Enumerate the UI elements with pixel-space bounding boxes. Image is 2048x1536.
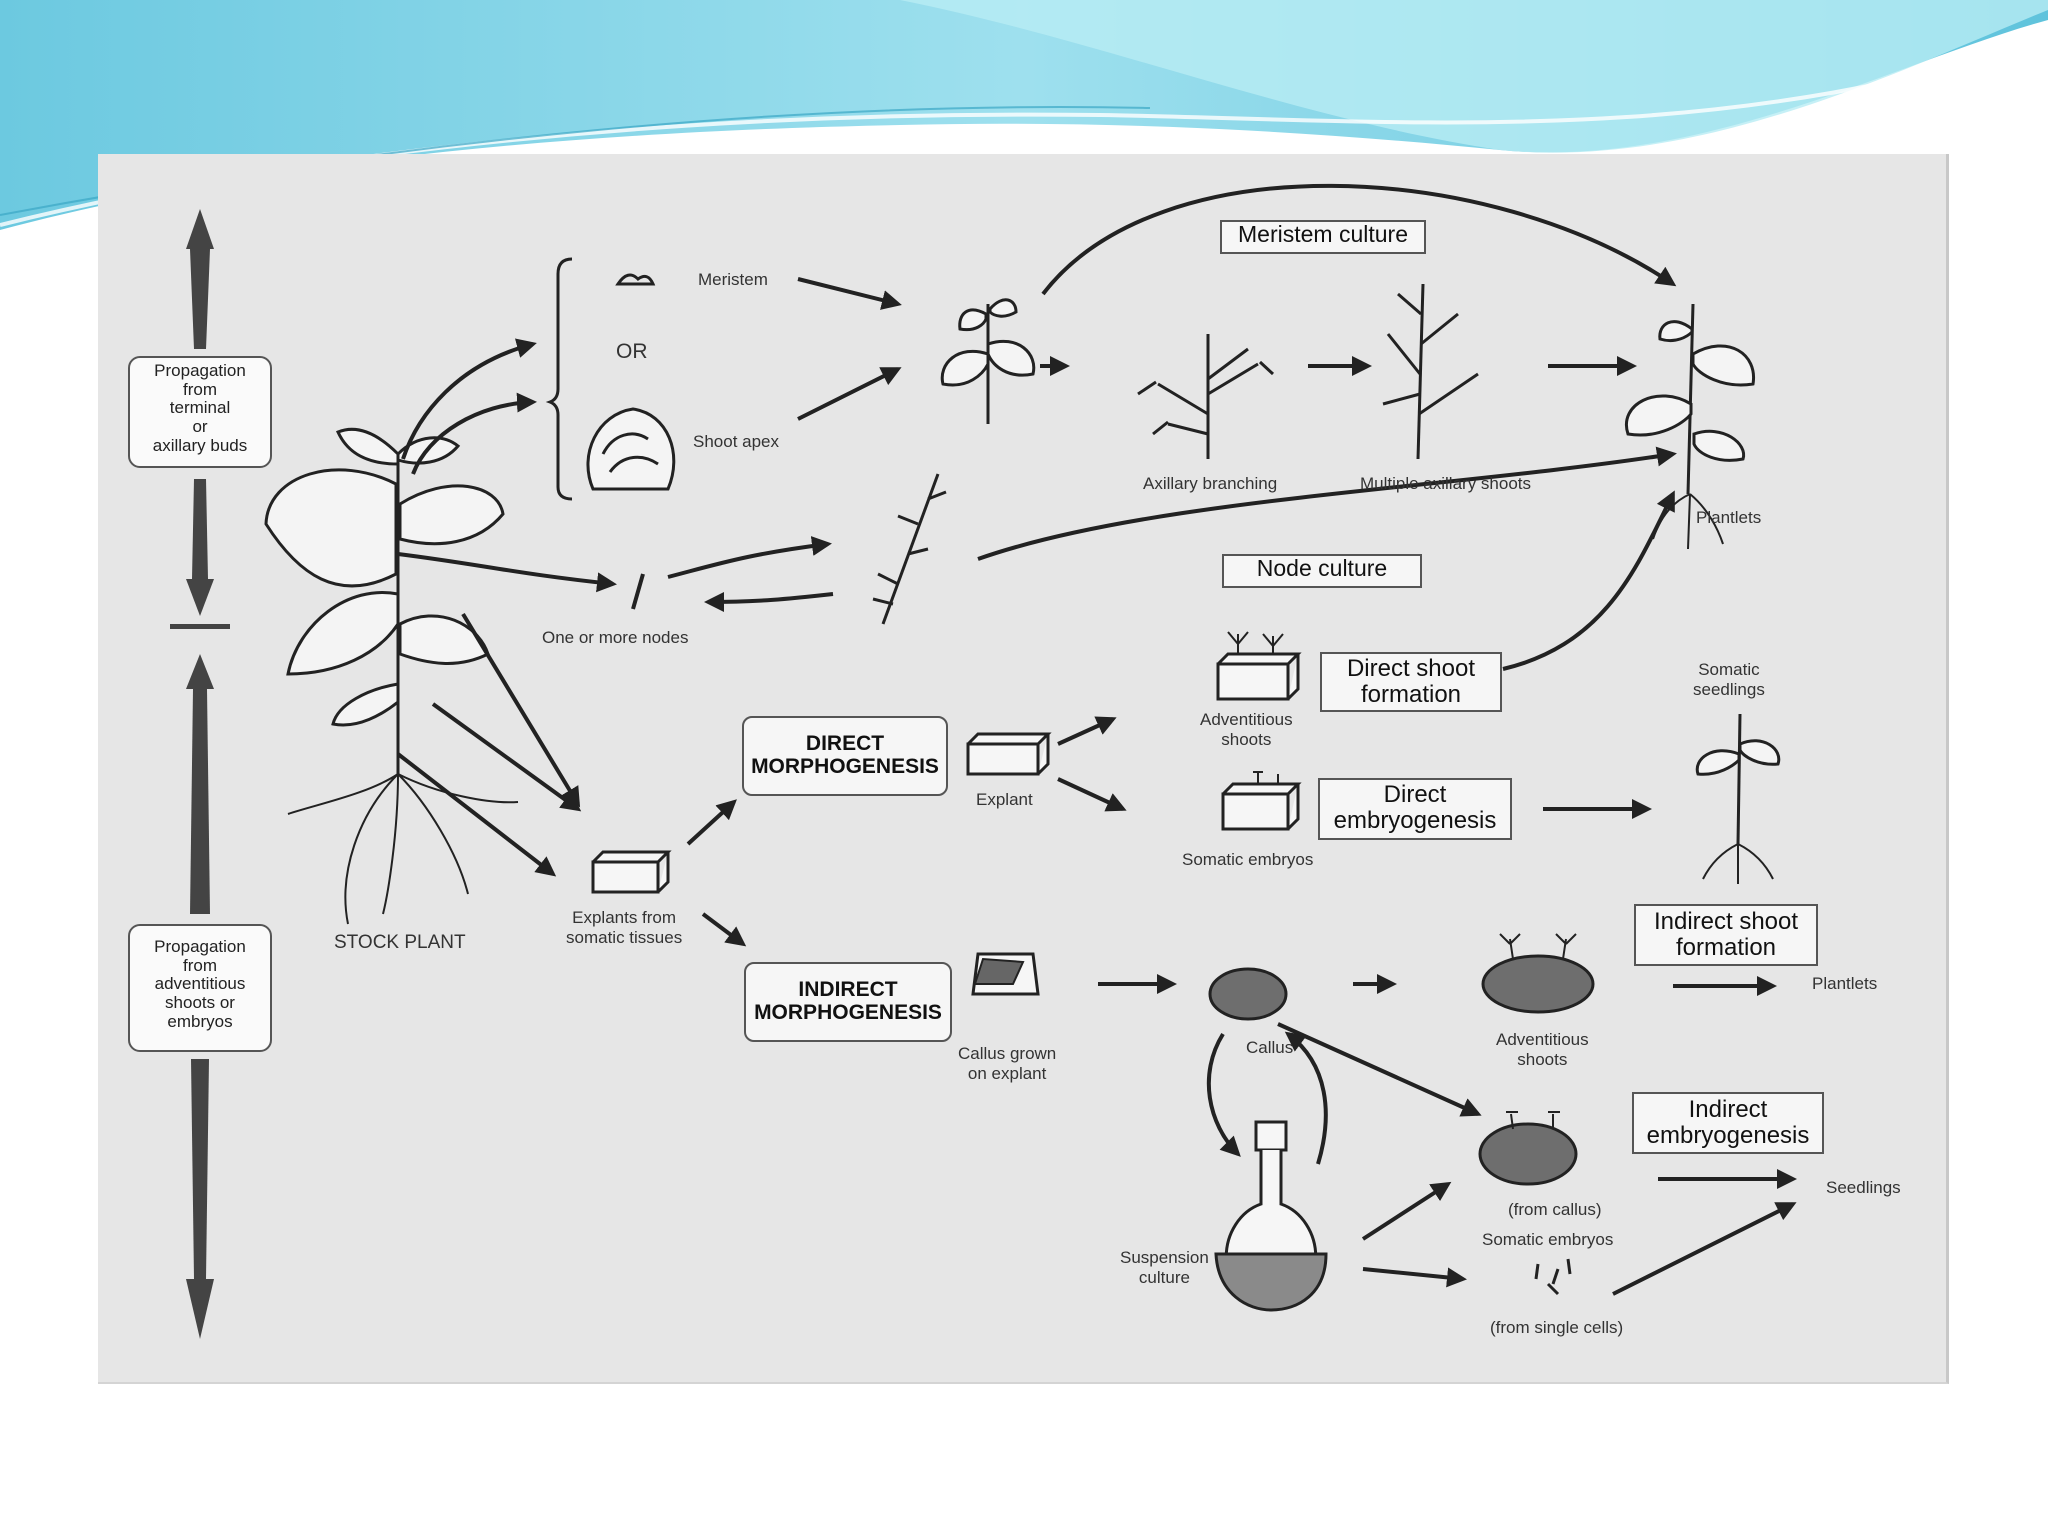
- box-line: Direct: [1383, 781, 1447, 808]
- box-line: DIRECT: [805, 732, 885, 755]
- label-shoot-apex: Shoot apex: [693, 432, 780, 451]
- label-line: culture: [1138, 1267, 1190, 1287]
- label-plantlets-top: Plantlets: [1696, 508, 1762, 527]
- box-line: Direct shoot: [1346, 655, 1476, 682]
- side-label-line: or: [192, 417, 208, 437]
- label-line: Adventitious: [1200, 710, 1293, 729]
- label-line: Suspension: [1120, 1248, 1209, 1267]
- label-line: Explants from: [572, 908, 677, 927]
- meristem-culture-box: Meristem culture: [1220, 220, 1426, 254]
- side-label-line: axillary buds: [152, 435, 248, 455]
- side-label-line: adventitious: [154, 974, 246, 994]
- label-explant: Explant: [976, 790, 1033, 809]
- indirect-morphogenesis-box: INDIRECT MORPHOGENESIS: [744, 962, 952, 1042]
- box-line: MORPHOGENESIS: [754, 1001, 942, 1025]
- label-somatic-embryos-direct: Somatic embryos: [1182, 850, 1314, 869]
- node-culture-box: Node culture: [1222, 554, 1422, 588]
- indirect-shoot-formation-box: Indirect shoot formation: [1634, 904, 1818, 966]
- side-label-line: embryos: [167, 1011, 233, 1031]
- label-somatic-seedlings: Somatic seedlings: [1693, 660, 1765, 699]
- label-axillary-branching: Axillary branching: [1143, 474, 1278, 493]
- label-line: seedlings: [1693, 679, 1765, 699]
- label-adventitious-shoots-indirect: Adventitious shoots: [1496, 1030, 1589, 1069]
- label-from-single-cells: (from single cells): [1490, 1318, 1624, 1337]
- bracket: [545, 257, 573, 501]
- box-line: formation: [1675, 934, 1777, 962]
- label-callus: Callus: [1246, 1038, 1294, 1057]
- axis-arrows: [170, 209, 230, 1339]
- label-line: Callus grown: [958, 1044, 1057, 1063]
- side-label-line: Propagation: [154, 361, 246, 380]
- side-label-line: shoots or: [165, 993, 235, 1013]
- label-line: shoots: [1517, 1049, 1568, 1069]
- box-line: Indirect shoot: [1653, 908, 1799, 935]
- diagram-panel: Propagation from terminal or axillary bu…: [98, 154, 1949, 1384]
- label-somatic-embryos-indirect: Somatic embryos: [1482, 1230, 1614, 1249]
- side-label-line: Propagation: [154, 937, 246, 956]
- diagram-graphics: [170, 183, 1797, 1339]
- direct-shoot-formation-box: Direct shoot formation: [1320, 652, 1502, 712]
- label-plantlets-bottom: Plantlets: [1812, 974, 1878, 993]
- label-seedlings: Seedlings: [1826, 1178, 1901, 1197]
- box-line: Indirect: [1688, 1096, 1768, 1123]
- side-label-line: from: [183, 955, 217, 975]
- box-line: embryogenesis: [1333, 807, 1497, 835]
- label-callus-grown: Callus grown on explant: [958, 1044, 1056, 1083]
- side-label-line: from: [183, 379, 217, 399]
- label-stock-plant: STOCK PLANT: [334, 932, 466, 953]
- box-line: MORPHOGENESIS: [751, 755, 939, 779]
- box-line: INDIRECT: [798, 978, 898, 1001]
- label-adventitious-shoots-direct: Adventitious shoots: [1200, 710, 1293, 749]
- label-or: OR: [616, 340, 648, 363]
- label-one-or-more-nodes: One or more nodes: [542, 628, 689, 647]
- direct-embryogenesis-box: Direct embryogenesis: [1318, 778, 1512, 840]
- label-from-callus: (from callus): [1508, 1200, 1602, 1219]
- indirect-embryogenesis-box: Indirect embryogenesis: [1632, 1092, 1824, 1154]
- label-suspension-culture: Suspension culture: [1120, 1248, 1209, 1287]
- label-line: Somatic: [1698, 660, 1760, 679]
- label-multiple-axillary-shoots: Multiple axillary shoots: [1360, 474, 1532, 493]
- side-label-line: terminal: [169, 398, 231, 418]
- label-line: shoots: [1221, 729, 1272, 749]
- label-explants-somatic: Explants from somatic tissues: [566, 908, 682, 947]
- label-line: somatic tissues: [566, 927, 683, 947]
- box-line: formation: [1360, 681, 1462, 709]
- label-meristem: Meristem: [698, 270, 768, 289]
- side-label-terminal-axillary: Propagation from terminal or axillary bu…: [128, 356, 272, 468]
- stock-plant-drawing: [264, 427, 519, 925]
- label-line: Adventitious: [1496, 1030, 1589, 1049]
- direct-morphogenesis-box: DIRECT MORPHOGENESIS: [742, 716, 948, 796]
- box-line: embryogenesis: [1646, 1122, 1810, 1150]
- label-line: on explant: [967, 1063, 1047, 1083]
- side-label-adventitious: Propagation from adventitious shoots or …: [128, 924, 272, 1052]
